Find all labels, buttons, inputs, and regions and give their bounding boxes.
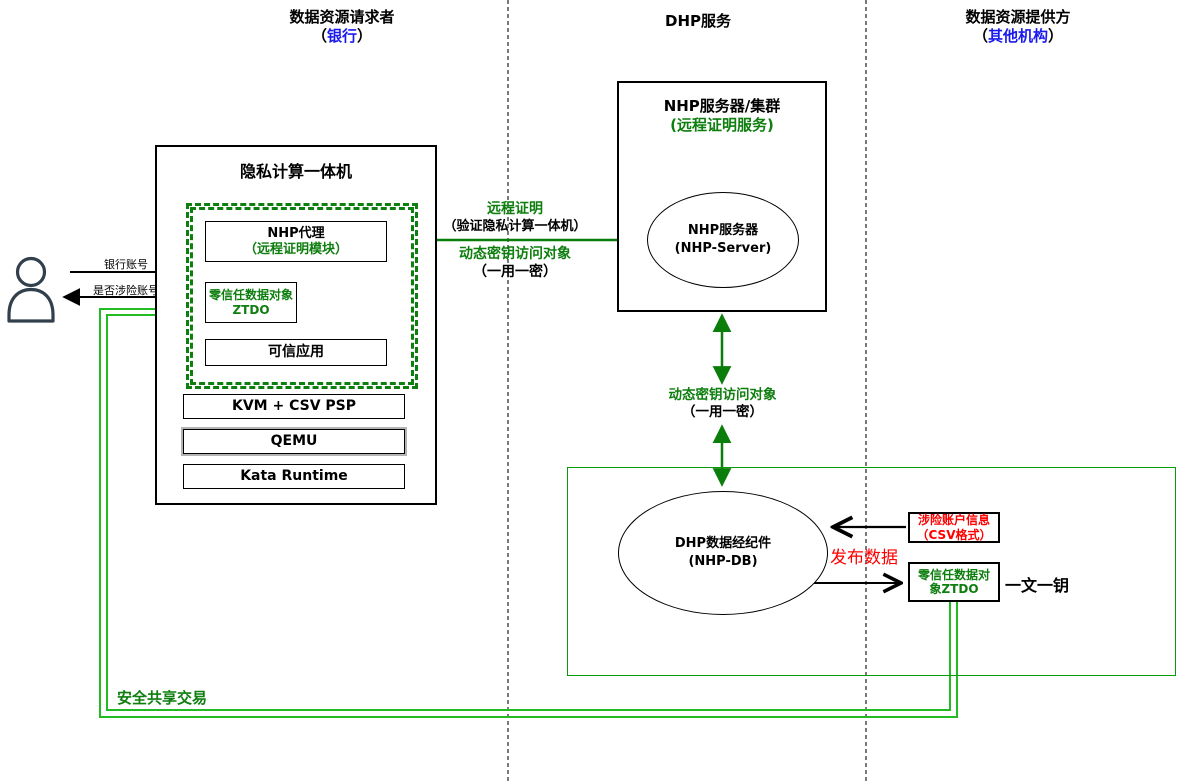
risk-info-line2: （CSV格式） <box>916 527 992 542</box>
nhp-cluster-header: NHP服务器/集群 (远程证明服务) <box>664 97 781 135</box>
nhp-server-line1: NHP服务器 <box>687 223 759 239</box>
nhp-server-ellipse: NHP服务器 (NHP-Server) <box>647 192 799 288</box>
nhp-cluster-subtitle: (远程证明服务) <box>670 115 774 134</box>
secure-share-channel-lines <box>99 308 958 718</box>
kata-runtime-box: Kata Runtime <box>183 464 405 489</box>
requester-subtitle: （银行） <box>311 26 373 45</box>
provider-title: 数据资源提供方 <box>965 8 1071 26</box>
publish-data-label: 发布数据 <box>830 548 898 568</box>
trusted-zone-dashed-border <box>186 203 418 389</box>
requester-title: 数据资源请求者 <box>289 8 395 26</box>
risk-info-line1: 涉险账户信息 <box>917 513 990 528</box>
trusted-app-label: 可信应用 <box>268 344 324 361</box>
trusted-zone-inner-border <box>190 207 414 385</box>
provider-ztdo-box: 零信任数据对象ZTDO <box>908 562 1000 602</box>
provider-zone-box <box>567 467 1176 676</box>
attestation-label-bottom: 动态密钥访问对象 （一用一密） <box>415 246 615 281</box>
dynamic-key-label: 动态密钥访问对象 （一用一密） <box>650 387 795 421</box>
dhp-title: DHP服务 <box>665 12 731 30</box>
qemu-label: QEMU <box>270 433 318 450</box>
dynamic-key-line1: 动态密钥访问对象 <box>668 387 777 403</box>
attestation-label-top: 远程证明 （验证隐私计算一体机） <box>415 201 615 235</box>
column-header-provider: 数据资源提供方 （其他机构） <box>948 8 1088 46</box>
dhp-broker-line1: DHP数据经纪件 <box>674 536 772 552</box>
provider-subtitle: （其他机构） <box>972 26 1064 45</box>
secure-share-label: 安全共享交易 <box>117 689 208 707</box>
column-header-requester: 数据资源请求者 （银行） <box>272 8 412 46</box>
machine-ztdo-box: 零信任数据对象ZTDO <box>205 282 297 323</box>
dhp-broker-line2: (NHP-DB) <box>688 554 758 569</box>
dhp-broker-ellipse: DHP数据经纪件 (NHP-DB) <box>618 491 828 615</box>
kata-runtime-label: Kata Runtime <box>240 468 348 485</box>
dynamic-key-line2: （一用一密） <box>682 403 763 420</box>
privacy-machine-title: 隐私计算一体机 <box>239 162 352 181</box>
kvm-box: KVM + CSV PSP <box>183 394 405 419</box>
nhp-agent-box: NHP代理 （远程证明模块） <box>205 221 387 262</box>
trusted-app-box: 可信应用 <box>205 339 387 366</box>
column-header-dhp: DHP服务 <box>638 12 758 31</box>
qemu-box: QEMU <box>183 429 405 454</box>
requester-org: 银行 <box>326 26 357 45</box>
attestation-line2: （验证隐私计算一体机） <box>443 218 587 234</box>
provider-ztdo-label: 零信任数据对象ZTDO <box>917 567 990 596</box>
attestation-line3: 动态密钥访问对象 <box>459 246 571 262</box>
risk-info-box: 涉险账户信息 （CSV格式） <box>908 512 1000 543</box>
provider-org: 其他机构 <box>987 26 1048 45</box>
attestation-line4: （一用一密） <box>473 263 557 280</box>
nhp-agent-line1: NHP代理 <box>267 225 325 241</box>
nhp-agent-line2: （远程证明模块） <box>243 241 348 257</box>
kvm-label: KVM + CSV PSP <box>231 398 357 415</box>
user-icon <box>7 256 55 323</box>
attestation-line1: 远程证明 <box>487 201 543 217</box>
nhp-server-line2: (NHP-Server) <box>674 241 772 256</box>
risk-result-label: 是否涉险账号 <box>93 284 159 297</box>
machine-ztdo-label: 零信任数据对象ZTDO <box>209 288 294 317</box>
nhp-cluster-title: NHP服务器/集群 <box>663 97 781 115</box>
bank-account-label: 银行账号 <box>104 258 148 271</box>
one-doc-one-key-label: 一文一钥 <box>1005 576 1070 595</box>
